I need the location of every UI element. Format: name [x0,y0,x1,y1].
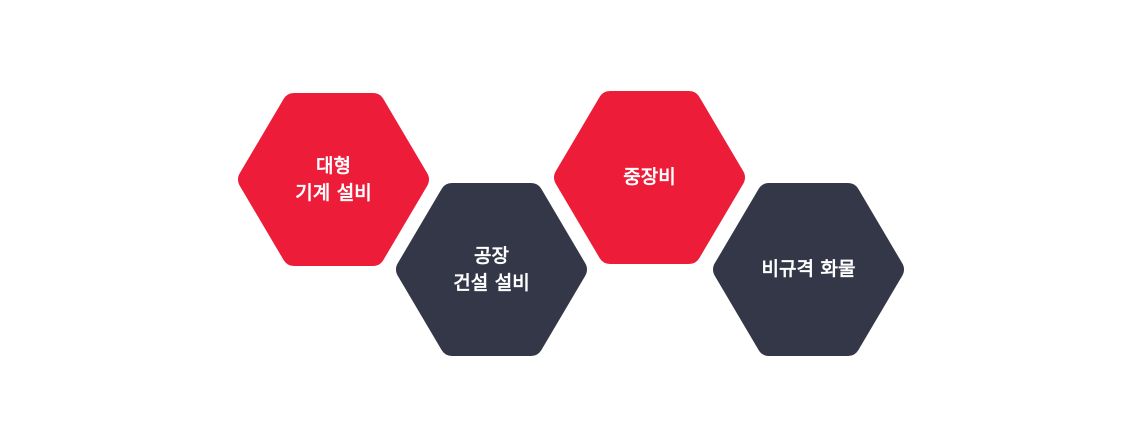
hexagon-heavy-equipment: 중장비 [553,91,746,264]
hexagon-shape [713,183,904,356]
hexagon-large-machinery: 대형 기계 설비 [237,93,430,266]
hexagon-shape [396,183,587,356]
hexagon-label: 중장비 [623,166,676,188]
hexagon-plant-construction: 공장 건설 설비 [395,183,588,356]
hexagon-label: 대형 기계 설비 [295,154,372,204]
hexagon-oversized-cargo: 비규격 화물 [712,183,905,356]
hexagon-shape [238,93,429,266]
hexagon-label: 공장 건설 설비 [453,244,530,294]
hexagon-shape [554,91,745,264]
hexagon-label: 비규격 화물 [761,258,856,280]
